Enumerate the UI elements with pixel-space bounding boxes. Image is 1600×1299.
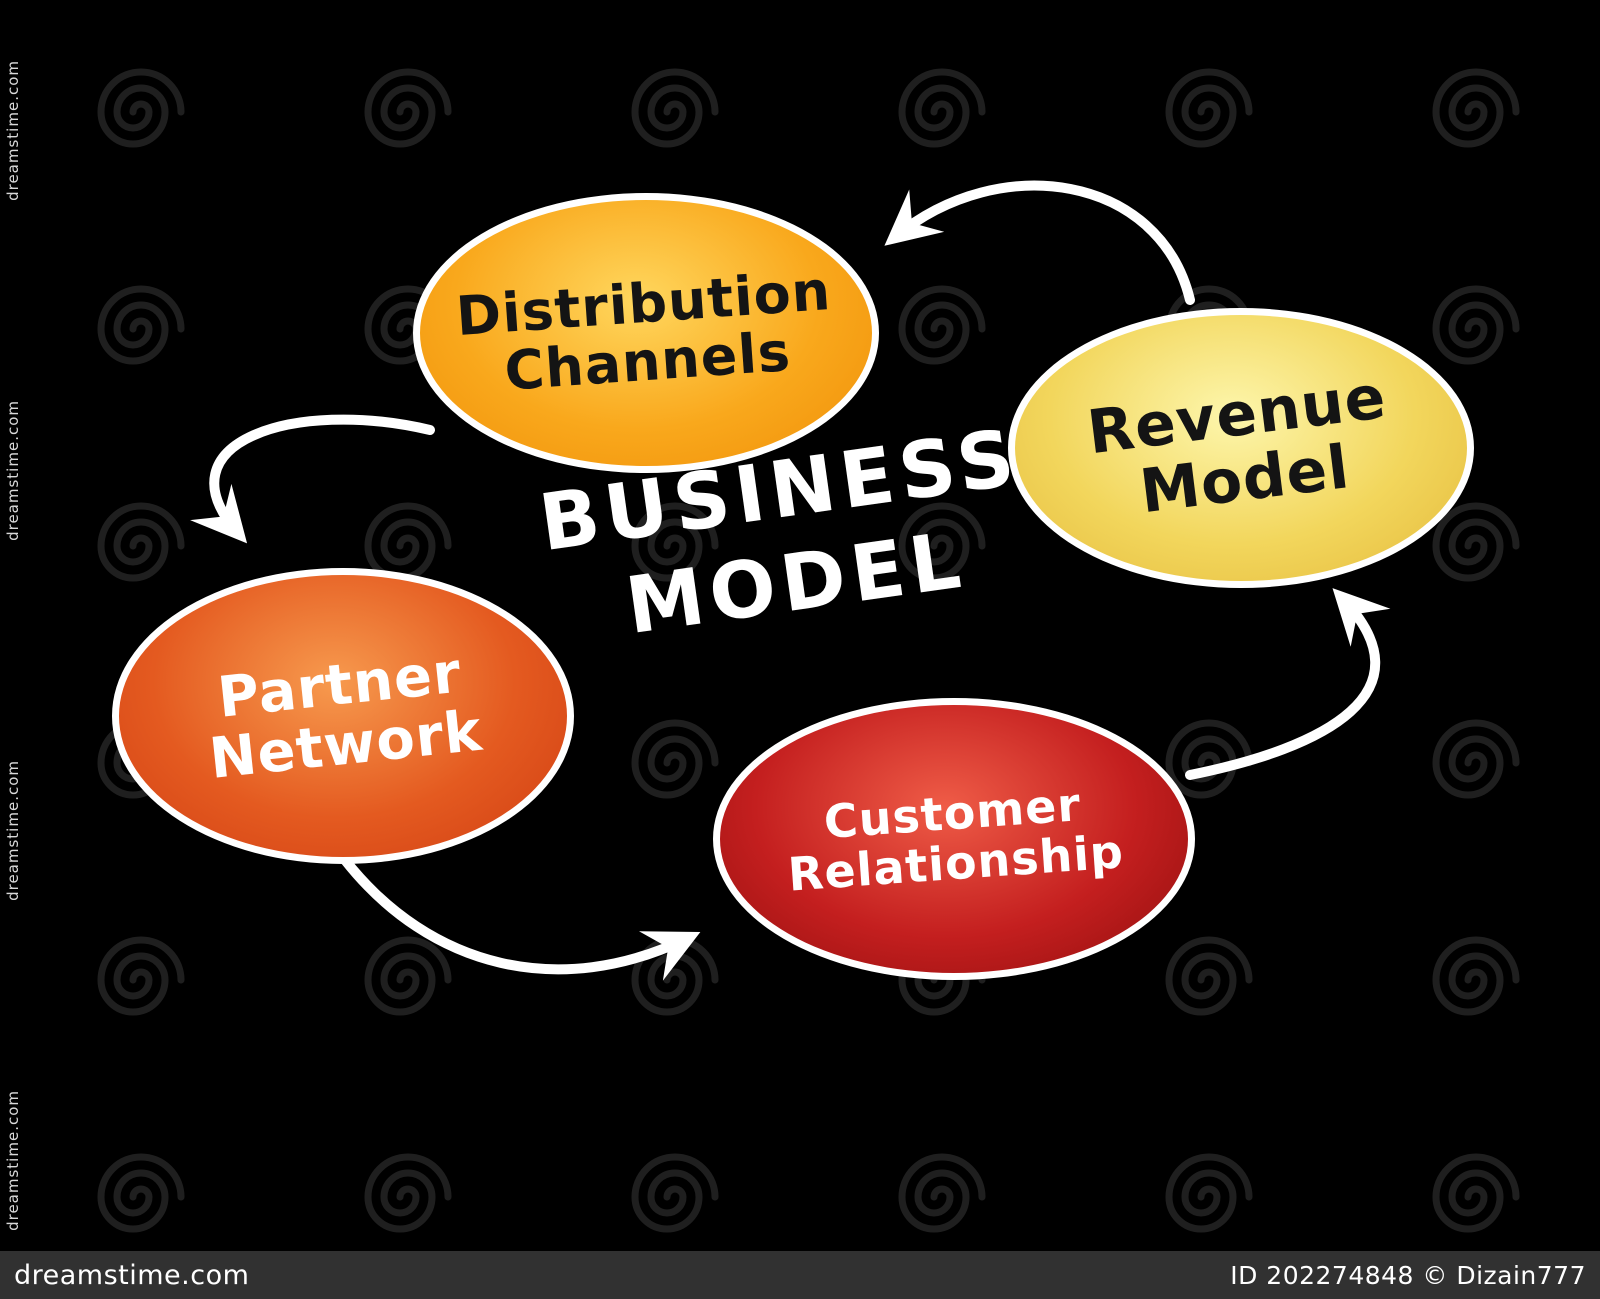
edge-watermark: dreamstime.com [4,760,22,901]
node-distribution-channels: Distribution Channels [413,193,879,473]
watermark-bar: dreamstime.com ID 202274848 © Dizain777 [0,1251,1600,1299]
arrow-revenue-to-distribution [884,180,1195,305]
arrow-partner-to-customer [340,855,701,981]
node-customer-relationship-label: Customer Relationship [783,777,1125,901]
node-revenue-model: Revenue Model [1008,308,1474,588]
node-customer-relationship: Customer Relationship [713,698,1195,980]
watermark-credit-text: ID 202274848 © Dizain777 [1230,1260,1586,1290]
arrow-distribution-to-partner [190,414,435,544]
edge-watermark: dreamstime.com [4,1090,22,1231]
edge-watermark: dreamstime.com [4,60,22,201]
node-partner-network: Partner Network [112,568,574,864]
node-distribution-channels-label: Distribution Channels [454,259,838,405]
node-partner-network-label: Partner Network [201,640,486,792]
arrow-customer-to-revenue [1185,588,1391,780]
watermark-site-text: dreamstime.com [14,1259,250,1291]
edge-watermark: dreamstime.com [4,400,22,541]
node-revenue-model-label: Revenue Model [1084,362,1397,530]
